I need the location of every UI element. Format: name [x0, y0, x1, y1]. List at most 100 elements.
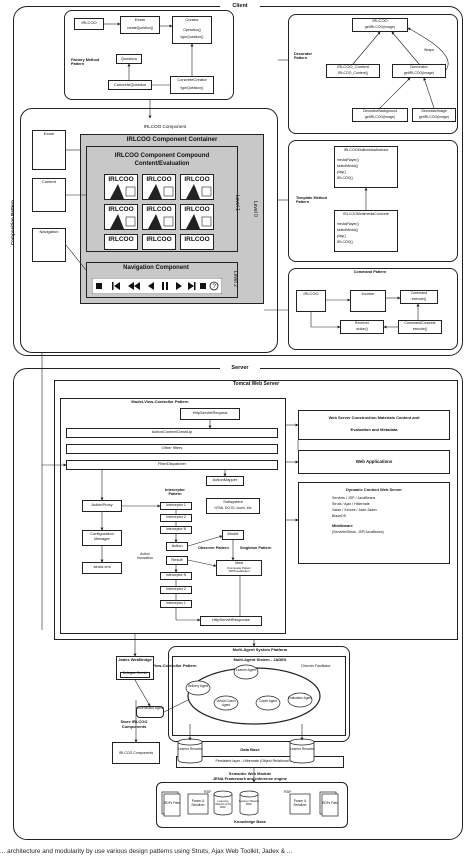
component-compound-subtitle: Content/Evaluation	[134, 161, 190, 167]
dynamic-content-title: Dynamic Content Web Server	[346, 487, 402, 492]
interceptor-bottom-2	[160, 586, 192, 594]
rdfs-files-label: RDFs Files	[164, 801, 180, 805]
factory-concrete-question-label: ConcreteQuestion	[113, 82, 147, 87]
web-applications-box	[298, 450, 450, 474]
template-abstract-method: mediaPlayer()	[337, 158, 359, 162]
filter-dispatcher-label: FilterDispatcher	[157, 461, 186, 466]
factory-concrete-creator-label: ConcreteCreator	[177, 77, 207, 82]
decorator-decorator-method: getIRLCOO(image)	[403, 71, 435, 75]
delegate-servlet-label: Delegate Servlet	[122, 671, 148, 675]
learner-records-label: Learner Records	[178, 747, 202, 751]
component-container-title: IRLCOO Component Container	[126, 136, 218, 143]
decorator-irlcoo	[352, 18, 408, 32]
figure-caption: ... architecture and modularity by use v…	[0, 848, 293, 855]
template-concrete	[334, 210, 398, 252]
command-irlcoo	[296, 290, 326, 312]
action-label: Action	[171, 543, 183, 548]
factory-question-label: Question	[120, 56, 137, 61]
template-concrete-label: IRLCOOMultimediaConcrete	[343, 212, 389, 216]
template-abstract-method: play()	[337, 170, 346, 174]
dynamic-content-box	[298, 482, 450, 564]
factory-irlcoo-label: IRLCOO	[81, 20, 97, 25]
learner-records-label: Learner Records	[290, 747, 314, 751]
mas-platform-title: Multi-Agent System Platform	[232, 647, 288, 652]
template-concrete-method: play()	[337, 234, 346, 238]
middleware-sublabel: (Servlets/Struts, JSP/JavaBeans)	[332, 530, 384, 534]
factory-irlcoo	[74, 18, 104, 30]
dynamic-content-line: Servlets / JSP / JavaBeans	[332, 496, 376, 500]
factory-creator-method2: typeQuestion()	[180, 35, 204, 39]
factory-concrete-creator-method: typeQuestion()	[180, 86, 204, 90]
side-navigation-box	[32, 228, 66, 262]
decorator-image-label: DecoratorImage	[421, 109, 447, 113]
command-command-label: Command	[410, 291, 428, 295]
template-abstract-label: IRLCOOMultimediaAbstract	[343, 148, 389, 152]
navigation-controls: ?	[92, 278, 222, 294]
irlcoo-cell-label: IRLCOO	[184, 176, 210, 183]
action-context-cleanup-label: ActionContextCleanUp	[151, 429, 193, 434]
delegate-servlet-box	[120, 672, 150, 678]
mvc-label: Model-View-Controller Pattern	[131, 399, 189, 404]
decorator-image-method: getIRLCOO(image)	[418, 115, 450, 119]
template-concrete-method: mediaPlayer()	[337, 222, 359, 226]
decorator-background-method: getIRLCOO(image)	[364, 115, 396, 119]
irlcoo-cell-label: IRLCOO	[184, 206, 210, 213]
tomcat-title: Tomcat Web Server	[232, 381, 280, 387]
view-label: View	[234, 560, 244, 565]
irlcoo-cell-label: IRLCOO	[108, 206, 134, 213]
materials-subtitle: Evaluation and Metadata	[350, 427, 398, 432]
command-irlcoo-label: IRLCOO	[303, 291, 319, 296]
side-exam-label: Exam	[43, 131, 55, 136]
factory-exam-method: createQuestion()	[126, 26, 154, 30]
decorator-background	[352, 108, 408, 122]
action-mapper-label: ActionMapper	[212, 477, 238, 482]
interceptor-bottom-2-label: Interceptor 2	[166, 587, 186, 591]
side-exam-box	[32, 130, 66, 170]
component-compound-title: IRLCOO Component Compound	[114, 152, 210, 159]
rdf-right-label: RDF	[284, 790, 292, 794]
middleware-label: Middleware	[332, 524, 353, 528]
view-sublabel: (Composite Pattern JSP/FreeMarker)	[226, 566, 252, 574]
interceptor-top-2	[160, 514, 192, 522]
irlcoo-components-label: IRLCOO Components	[118, 751, 154, 755]
decorator-irlcoo-method: getIRLCOO(image)	[364, 25, 396, 29]
command-command-method: execute()	[411, 297, 427, 301]
command-concrete-method: execute()	[412, 327, 428, 331]
agent-label: Evaluation Agent	[288, 696, 312, 700]
factory-pattern-label: Factory Method Pattern	[71, 58, 100, 67]
interceptor-top-1-label: Interceptor 1	[166, 503, 186, 507]
interceptor-bottom-1	[160, 600, 192, 608]
factory-creator-method1: Operation()	[183, 28, 201, 32]
configuration-manager-label: Configuration Manager	[90, 531, 114, 541]
agent-label: Director Facilitator	[301, 664, 331, 668]
svg-text:?: ?	[213, 284, 217, 290]
decorator-concrete-label: IRLCOO_Content	[337, 64, 369, 69]
navigation-component-title: Navigation Component	[123, 265, 189, 271]
command-receiver-method: action()	[356, 327, 368, 331]
coordinator-agent-label: Coordinator Agent	[136, 706, 164, 710]
side-content-box	[32, 178, 66, 212]
dynamic-content-line: Xalan / Xerces / Jade-Jadex	[332, 508, 377, 512]
command-concrete-label: CommandConcrete	[404, 321, 436, 325]
factory-creator-label: Creator	[185, 17, 199, 22]
semantic-web-title: Semantic Web Module	[228, 771, 272, 776]
template-concrete-method: selectMedia()	[337, 228, 359, 232]
model-label: Model	[227, 531, 239, 536]
decorator-irlcoo-label: IRLCOO	[372, 18, 388, 23]
action-context-cleanup	[66, 428, 278, 438]
interceptor-top-n-label: Interceptor N	[165, 527, 187, 531]
side-content-label: Content	[41, 179, 56, 184]
server-title: Server	[220, 365, 260, 372]
template-abstract-method: IRLCOO()	[337, 176, 353, 180]
result-box	[166, 556, 188, 565]
factory-exam-label: Exam	[134, 17, 146, 22]
command-invoker-label: Invoker	[361, 291, 375, 296]
agent-label: Coach Agent	[258, 699, 278, 703]
template-concrete-method: IRLCOO()	[337, 240, 353, 244]
http-response-label: HttpServletResponse	[212, 617, 250, 622]
web-applications-label: Web Applications	[355, 459, 393, 464]
model-box	[222, 530, 244, 540]
other-filters	[66, 444, 278, 454]
